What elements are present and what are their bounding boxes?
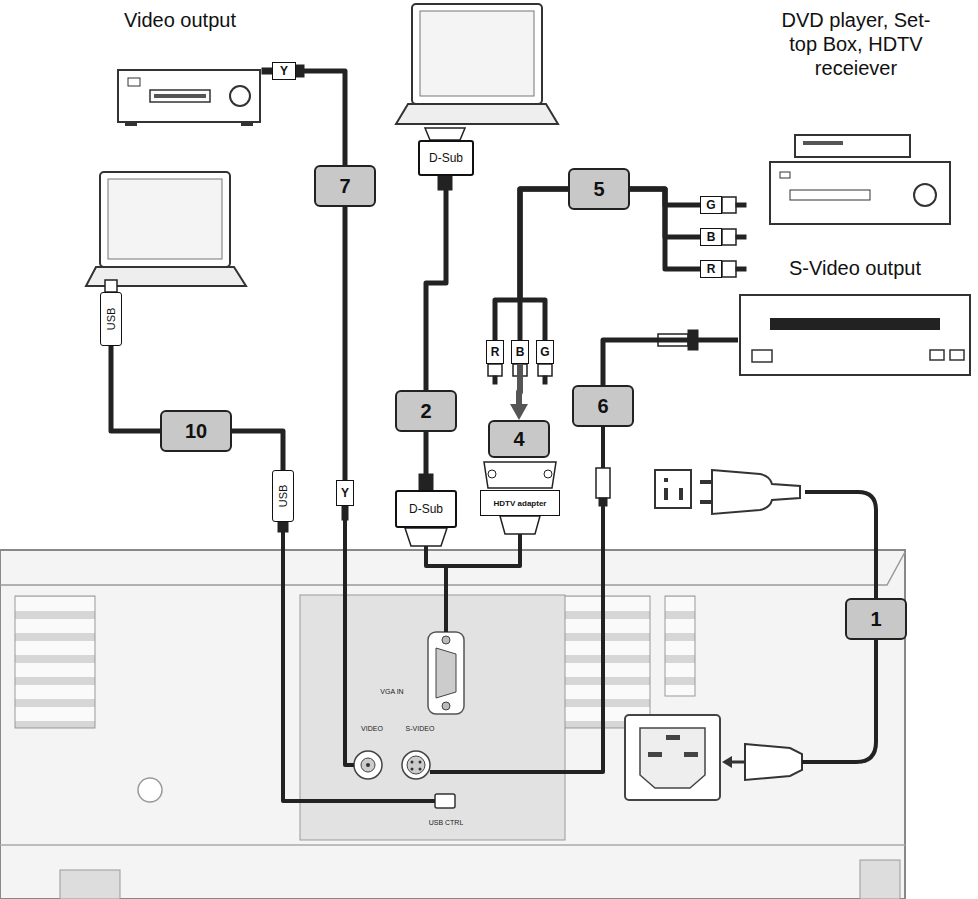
port-label: VIDEO	[361, 725, 383, 732]
dvd-device	[770, 135, 950, 224]
plug-label: B	[700, 228, 722, 246]
usb-connector: USB	[100, 292, 122, 346]
usb-connector: USB	[272, 470, 294, 522]
plug-label: R	[486, 340, 504, 364]
cable	[520, 189, 568, 340]
hdtv-adapter: HDTV adapter	[480, 490, 560, 516]
node-text: USB	[277, 485, 289, 508]
callout-number: 1	[845, 598, 907, 640]
plug-label: B	[511, 340, 529, 364]
device-heading: S-Video output	[738, 256, 972, 378]
arrow	[519, 364, 520, 408]
cable	[343, 207, 348, 480]
cable	[424, 432, 429, 490]
node-text: 7	[339, 175, 350, 198]
node-text: Y	[341, 486, 349, 500]
device-heading: DVD player, Set-top Box, HDTV receiever	[742, 8, 970, 228]
plug-label: G	[536, 340, 554, 364]
projector-body	[0, 550, 905, 899]
wall-outlet	[655, 470, 691, 508]
laptop	[396, 4, 558, 124]
cable	[296, 71, 345, 165]
node-text: 6	[597, 395, 608, 418]
node-text: B	[707, 230, 716, 244]
callout-number: 6	[572, 385, 634, 427]
port-label: USB CTRL	[429, 819, 464, 826]
node-text: 5	[593, 178, 604, 201]
node-text: 10	[185, 420, 207, 443]
cable	[520, 189, 568, 340]
node-text: 4	[513, 428, 524, 451]
plug-label: G	[700, 196, 722, 214]
node-text: D-Sub	[409, 502, 443, 516]
s-video-device	[740, 295, 970, 375]
power-inlet	[625, 715, 720, 800]
cable	[111, 346, 160, 431]
plug-shell	[105, 65, 746, 546]
callout-number: 4	[488, 420, 550, 458]
wire	[283, 427, 876, 801]
plug-label: R	[700, 260, 722, 278]
node-text: Video output	[124, 8, 236, 32]
node-text: DVD player, Set-top Box, HDTV receiever	[776, 8, 936, 80]
node-text: HDTV adapter	[494, 499, 547, 508]
device-heading: Video output	[95, 8, 265, 128]
node-text: 2	[420, 400, 431, 423]
d-sub-connector: D-Sub	[395, 490, 457, 528]
node-text: G	[706, 198, 715, 212]
cable	[495, 189, 568, 340]
node-text: D-Sub	[429, 151, 463, 165]
power-connector	[722, 744, 802, 780]
node-text: S-Video output	[789, 256, 921, 280]
node-text: G	[540, 345, 549, 359]
node-text: R	[707, 262, 716, 276]
callout-number: 2	[395, 390, 457, 432]
callout-number: 7	[314, 165, 376, 207]
usb-port	[435, 794, 455, 808]
cable	[630, 189, 700, 269]
node-text: B	[516, 345, 525, 359]
plug-label: Y	[336, 480, 354, 506]
vcr-device	[118, 70, 260, 126]
laptop	[86, 172, 246, 286]
vga-port	[428, 632, 464, 714]
power-plug	[700, 470, 800, 514]
callout-number: 5	[568, 168, 630, 210]
node-text: R	[491, 345, 500, 359]
video-port	[354, 751, 382, 779]
node-text: 1	[870, 608, 881, 631]
port-label: S-VIDEO	[406, 725, 435, 732]
plug-label: Y	[272, 62, 296, 80]
callout-number: 10	[160, 410, 232, 452]
cable	[603, 340, 738, 385]
d-sub-connector: D-Sub	[418, 140, 474, 176]
cable	[232, 431, 283, 470]
node-text: Y	[280, 64, 288, 78]
port-label: VGA IN	[380, 688, 403, 695]
s-video-port	[402, 751, 430, 779]
node-text: USB	[105, 308, 117, 331]
cable	[426, 176, 446, 390]
